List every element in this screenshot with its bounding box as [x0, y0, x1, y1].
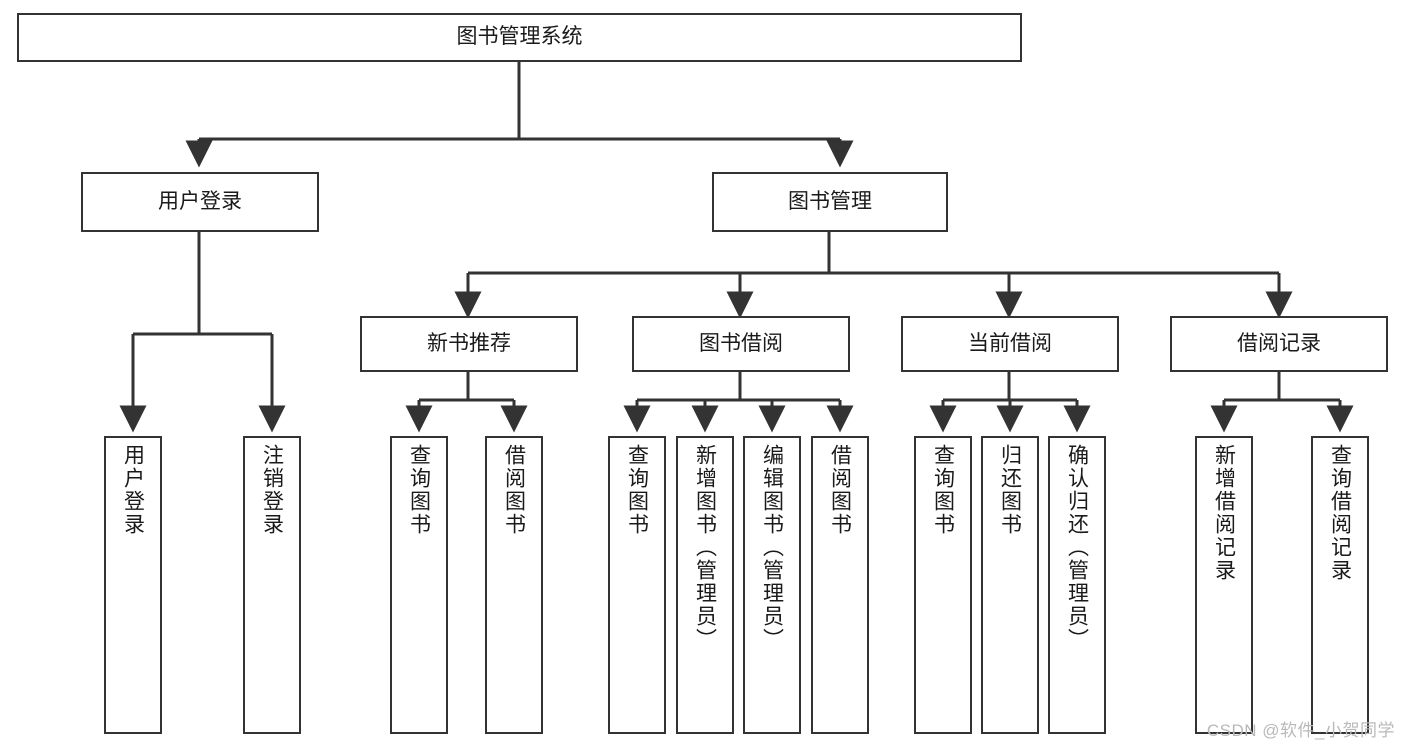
leaf-user-login[interactable]: 用户登录 — [104, 436, 162, 734]
leaf-confirm-return[interactable]: 确认归还（管理员） — [1048, 436, 1106, 734]
edge-group-book-borrow — [623, 372, 854, 433]
node-new-book-recommend-label: 新书推荐 — [427, 331, 511, 355]
watermark: CSDN @软件_小贺同学 — [1206, 721, 1395, 740]
edge-group-new-book-recommend — [405, 372, 528, 433]
node-book-management-label: 图书管理 — [788, 189, 872, 213]
edge-group-user-login — [119, 232, 286, 433]
leaf-add-book-label: 新增图书（管理员） — [693, 444, 717, 651]
node-borrow-record[interactable]: 借阅记录 — [1170, 316, 1388, 372]
node-borrow-record-label: 借阅记录 — [1237, 331, 1321, 355]
leaf-logout[interactable]: 注销登录 — [243, 436, 301, 734]
edge-group-borrow-record — [1210, 372, 1354, 433]
edge-group-root — [185, 62, 854, 168]
leaf-borrow-book-1-label: 借阅图书 — [502, 444, 526, 536]
node-user-login-label: 用户登录 — [158, 189, 242, 213]
edge-group-book-management — [454, 232, 1293, 319]
leaf-add-record-label: 新增借阅记录 — [1212, 444, 1236, 582]
node-user-login[interactable]: 用户登录 — [81, 172, 319, 232]
leaf-borrow-book-1[interactable]: 借阅图书 — [485, 436, 543, 734]
node-book-borrow-label: 图书借阅 — [699, 331, 783, 355]
node-book-management[interactable]: 图书管理 — [712, 172, 948, 232]
leaf-borrow-book-2[interactable]: 借阅图书 — [811, 436, 869, 734]
leaf-return-book[interactable]: 归还图书 — [981, 436, 1039, 734]
edge-group-current-borrow — [929, 372, 1091, 433]
node-root[interactable]: 图书管理系统 — [17, 13, 1022, 62]
node-root-label: 图书管理系统 — [456, 25, 583, 49]
leaf-query-book-1-label: 查询图书 — [407, 444, 431, 536]
leaf-return-book-label: 归还图书 — [998, 444, 1022, 536]
leaf-query-book-3-label: 查询图书 — [931, 444, 955, 536]
leaf-add-book[interactable]: 新增图书（管理员） — [676, 436, 734, 734]
node-current-borrow-label: 当前借阅 — [968, 331, 1052, 355]
leaf-query-record-label: 查询借阅记录 — [1328, 444, 1352, 582]
leaf-query-book-1[interactable]: 查询图书 — [390, 436, 448, 734]
leaf-user-login-label: 用户登录 — [121, 444, 145, 536]
leaf-borrow-book-2-label: 借阅图书 — [828, 444, 852, 536]
node-current-borrow[interactable]: 当前借阅 — [901, 316, 1119, 372]
leaf-edit-book[interactable]: 编辑图书（管理员） — [743, 436, 801, 734]
leaf-confirm-return-label: 确认归还（管理员） — [1065, 444, 1089, 651]
leaf-query-book-2-label: 查询图书 — [625, 444, 649, 536]
leaf-query-book-2[interactable]: 查询图书 — [608, 436, 666, 734]
leaf-logout-label: 注销登录 — [260, 444, 284, 536]
leaf-query-record[interactable]: 查询借阅记录 — [1311, 436, 1369, 734]
node-new-book-recommend[interactable]: 新书推荐 — [360, 316, 578, 372]
leaf-query-book-3[interactable]: 查询图书 — [914, 436, 972, 734]
leaf-edit-book-label: 编辑图书（管理员） — [760, 444, 784, 651]
node-book-borrow[interactable]: 图书借阅 — [632, 316, 850, 372]
leaf-add-record[interactable]: 新增借阅记录 — [1195, 436, 1253, 734]
